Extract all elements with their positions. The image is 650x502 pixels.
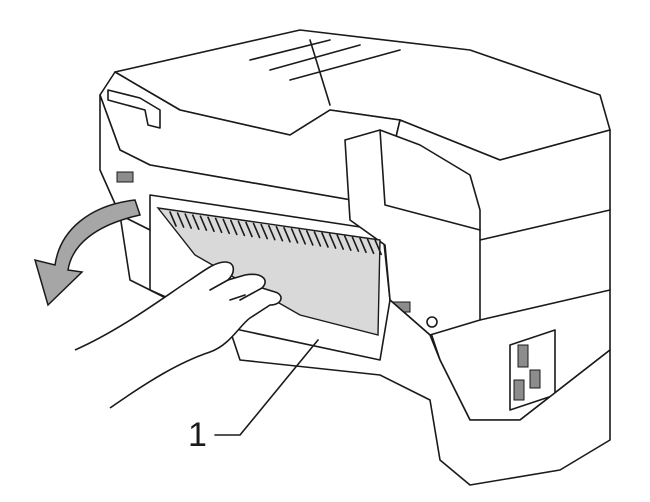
callout-label-1: 1	[188, 416, 207, 454]
left-handle	[107, 89, 161, 129]
front-panel	[99, 94, 381, 231]
callout-leader	[214, 339, 319, 436]
cover-ridges	[169, 211, 382, 256]
left-latch	[116, 171, 134, 183]
hand	[74, 261, 282, 409]
open-direction-arrow-icon	[33, 199, 141, 307]
